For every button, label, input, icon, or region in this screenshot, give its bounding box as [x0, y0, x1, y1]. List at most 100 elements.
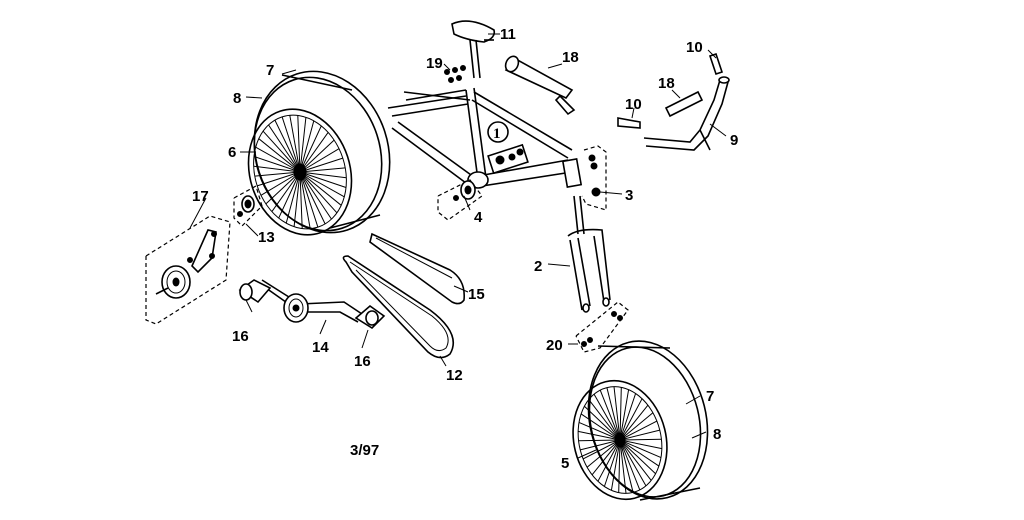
spoke	[278, 171, 301, 219]
pedal-left	[238, 279, 272, 304]
spoke	[268, 124, 301, 173]
spoke	[619, 439, 662, 459]
spoke	[588, 399, 621, 441]
spoke	[299, 171, 311, 229]
chain-guard	[369, 232, 466, 305]
pedal-right	[354, 304, 386, 330]
spoke	[613, 386, 621, 441]
spoke	[584, 405, 621, 441]
spoke	[255, 146, 301, 173]
callout-grip-right: 10	[686, 39, 703, 56]
callout-fork-nuts: 20	[546, 337, 563, 354]
spoke	[591, 439, 621, 476]
callout-labels: 1 2 3 4 5 6 7 7 8 8 9 10 10 11 12 13 14 …	[192, 26, 738, 472]
spoke	[299, 171, 332, 220]
fork	[567, 195, 611, 313]
callout-tire-rear: 7	[266, 62, 274, 79]
spoke	[281, 116, 301, 173]
spoke	[578, 439, 621, 442]
spoke	[299, 171, 338, 214]
spoke	[299, 148, 340, 173]
spoke	[619, 439, 634, 493]
callout-rear-wheel: 6	[228, 144, 236, 161]
callout-training-wheel-kit: 17	[192, 188, 209, 205]
spoke	[577, 430, 621, 441]
spoke	[593, 393, 621, 441]
front-wheel-assembly	[572, 340, 709, 501]
spoke	[619, 420, 658, 441]
leader-lines	[189, 33, 727, 459]
spoke	[619, 439, 641, 491]
spoke	[586, 439, 621, 468]
spoke	[265, 171, 301, 205]
seat-clamp	[444, 65, 466, 83]
callout-tube-front: 8	[713, 426, 721, 443]
spoke	[619, 393, 637, 441]
spoke	[610, 439, 621, 491]
spoke	[619, 439, 652, 481]
callout-frame: 1	[493, 126, 501, 142]
spoke	[619, 404, 649, 441]
spoke	[580, 439, 621, 451]
spoke	[582, 439, 621, 460]
spoke	[299, 139, 335, 173]
callout-axle-nuts: 13	[258, 229, 275, 246]
crank	[261, 279, 363, 323]
spoke	[619, 439, 627, 494]
spoke	[299, 171, 303, 229]
spoke	[297, 115, 301, 173]
frame	[387, 87, 583, 189]
spoke	[580, 413, 621, 441]
spoke	[299, 132, 329, 173]
spoke	[299, 171, 347, 188]
spoke	[299, 171, 342, 206]
handlebar	[643, 76, 730, 151]
axle-nuts	[233, 185, 263, 227]
spoke	[299, 171, 345, 198]
spoke	[619, 429, 660, 441]
callout-pad-frame: 18	[562, 49, 579, 66]
spoke	[258, 138, 301, 173]
spoke	[619, 412, 654, 441]
grip-left	[617, 117, 641, 129]
spoke	[299, 171, 326, 225]
rear-wheel-assembly	[247, 70, 391, 236]
spoke	[299, 117, 307, 173]
spoke	[599, 389, 621, 441]
spoke	[274, 119, 301, 173]
spoke	[578, 421, 621, 441]
callout-seat-clamp: 19	[426, 55, 443, 72]
footer-code: 3/97	[350, 442, 379, 459]
spoke	[253, 165, 301, 173]
fork-nuts	[575, 301, 629, 353]
spoke	[619, 389, 630, 441]
callout-seat: 11	[500, 26, 516, 43]
spoke	[619, 439, 647, 487]
spoke	[253, 156, 301, 173]
callout-tube-rear: 8	[233, 90, 241, 107]
spoke	[299, 167, 346, 173]
chain	[342, 255, 455, 359]
grip-right	[708, 52, 724, 76]
spoke	[257, 171, 301, 187]
spoke	[619, 438, 662, 441]
spoke	[299, 125, 322, 173]
training-wheel-kit	[145, 215, 231, 325]
spoke	[619, 439, 663, 450]
spoke	[293, 171, 301, 227]
callout-headset: 3	[625, 187, 633, 204]
spoke	[618, 439, 621, 493]
headset	[581, 145, 607, 211]
callout-tire-front: 7	[706, 388, 714, 405]
pad-frame	[504, 55, 576, 116]
callout-front-wheel: 5	[561, 455, 569, 472]
callout-pad-bar: 18	[658, 75, 675, 92]
callout-chain-guard: 15	[468, 286, 485, 303]
spoke	[262, 130, 301, 173]
callout-fork: 2	[534, 258, 542, 275]
callout-handlebar: 9	[730, 132, 738, 149]
callout-grip-left: 10	[625, 96, 642, 113]
spoke	[619, 439, 660, 467]
spoke	[260, 171, 301, 196]
